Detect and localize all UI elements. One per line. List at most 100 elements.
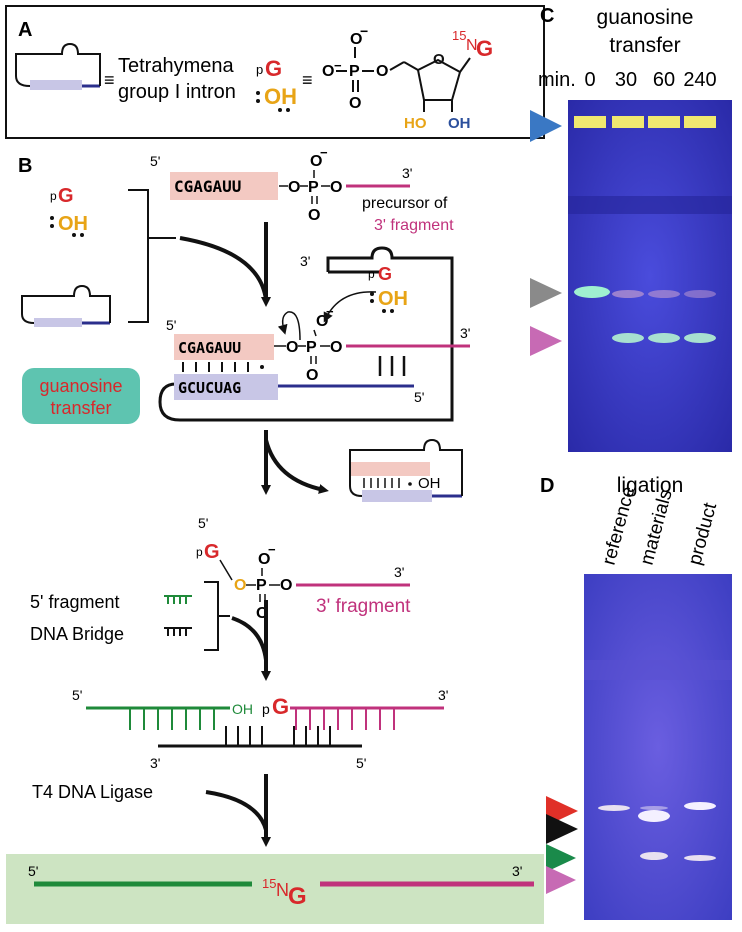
intron-complex: 3' p G OH 5' CGAGAUU GCUCUAG 5' O	[158, 246, 470, 422]
equiv-sign: ≡	[104, 70, 115, 90]
pg-o-up: O	[258, 551, 270, 568]
lane-c-2: 60	[653, 69, 675, 91]
top-o-up: O	[310, 153, 322, 170]
top-o2: O	[330, 179, 342, 196]
intron-label-line1: Tetrahymena	[118, 55, 234, 77]
mc-exon-box	[174, 334, 274, 360]
panel-b-label: B	[18, 155, 32, 177]
gel-c-well-0	[574, 116, 606, 128]
precursor-label-1: precursor of	[362, 195, 448, 212]
lp-5prime: 5'	[28, 863, 38, 879]
po-minus: −	[360, 23, 368, 39]
five-prime-fragment-label: 5' fragment	[30, 592, 119, 612]
lp-n: N	[276, 880, 289, 900]
gel-c-well-1	[612, 116, 644, 128]
panel-c-title-2: transfer	[609, 34, 680, 57]
n-label: N	[466, 37, 478, 54]
lane-d-1: materials	[637, 487, 677, 567]
p-small: p	[256, 62, 263, 77]
t4-ligase-label: T4 DNA Ligase	[32, 782, 153, 802]
b-intron-icon	[21, 284, 111, 327]
top-minus: −	[320, 145, 328, 160]
po-o-top: O	[350, 31, 362, 48]
sc-5prime: 5'	[72, 687, 82, 703]
gt-label-2: transfer	[50, 398, 111, 418]
pg-minus: −	[268, 542, 276, 557]
top-o-down: O	[308, 207, 320, 224]
intron-schematic-icon	[15, 42, 101, 90]
oh-label: OH	[448, 115, 471, 132]
guanosine-transfer-box	[22, 368, 140, 424]
mc-seq-top: CGAGAUU	[178, 339, 241, 357]
sc-3prime: 3'	[438, 687, 448, 703]
sc-oh: OH	[232, 701, 253, 717]
panel-b: B 5' CGAGAUU O P O − O O 3' precursor of…	[6, 145, 544, 924]
black-arrow-icon	[546, 814, 578, 844]
ring-o: O	[433, 51, 445, 68]
guanosine-g: G	[265, 56, 282, 81]
gray-arrow-icon	[530, 278, 562, 308]
sc-bridge-3prime: 3'	[150, 755, 160, 771]
sc-p: p	[262, 701, 270, 717]
mc-oh: OH	[378, 288, 408, 310]
gel-c-well-2	[648, 116, 680, 128]
panel-c: C guanosine transfer min. 0 30 60 240	[530, 5, 732, 452]
panel-d-label: D	[540, 475, 554, 497]
gel-d	[584, 574, 732, 920]
released-oh: OH	[418, 475, 441, 492]
b-g: G	[58, 185, 74, 207]
lane-c-0: 0	[584, 69, 595, 91]
top-exon-box	[170, 172, 278, 200]
gel-c	[568, 100, 732, 452]
pg-p-small: p	[196, 545, 203, 559]
lp-n15-sup: 15	[262, 876, 276, 891]
released-intron-icon: OH	[349, 438, 463, 502]
mc-3prime-right: 3'	[460, 325, 470, 341]
top-seq: CGAGAUU	[174, 177, 241, 196]
mc-p-small: p	[368, 267, 375, 281]
mc-g: G	[378, 264, 392, 284]
mc-3prime-top: 3'	[300, 253, 310, 269]
n15-sup: 15	[452, 28, 466, 43]
pg-3prime: 3'	[394, 564, 404, 580]
gt-label-1: guanosine	[39, 376, 122, 396]
lane-c-1: 30	[615, 69, 637, 91]
pg-5prime: 5'	[198, 515, 208, 531]
pink-arrow-icon	[530, 326, 562, 356]
equiv-sign-2: ≡	[302, 70, 313, 90]
magenta-arrow-icon	[546, 866, 576, 894]
po-o-bottom: O	[349, 95, 361, 112]
pg-o1: O	[234, 577, 246, 594]
sc-bridge-5prime: 5'	[356, 755, 366, 771]
mc-ig-box	[174, 374, 278, 400]
sc-g: G	[272, 694, 289, 719]
panel-d: D ligation reference materials product	[540, 474, 732, 920]
lane-d-0: reference	[599, 484, 640, 567]
three-prime-fragment-label: 3' fragment	[316, 596, 411, 617]
po-o-left: O	[322, 63, 334, 80]
lane-c-3: 240	[683, 69, 716, 91]
gel-d-band-reference	[598, 805, 630, 811]
gel-c-band-precursor-0	[574, 286, 610, 298]
gel-c-band-product-2	[648, 333, 680, 343]
gel-c-well-3	[684, 116, 716, 128]
top-5prime: 5'	[150, 153, 160, 169]
b-p-small: p	[50, 189, 57, 203]
panel-c-label: C	[540, 5, 554, 27]
mc-5prime-right: 5'	[414, 389, 424, 405]
intron-label-line2: group I intron	[118, 81, 236, 103]
gel-d-band-bridge	[638, 810, 670, 822]
green-arrow-icon	[546, 844, 576, 872]
gel-c-band-product-1	[612, 333, 644, 343]
mc-o-down: O	[306, 367, 318, 384]
mc-seq-bottom: GCUCUAG	[178, 379, 241, 397]
po-minus-left: −	[334, 58, 342, 73]
ho-label: HO	[404, 115, 427, 132]
mc-o1: O	[286, 339, 298, 356]
panel-a-label: A	[18, 19, 32, 41]
po-o-right: O	[376, 63, 388, 80]
lp-g: G	[288, 883, 307, 910]
panel-d-title: ligation	[617, 474, 684, 497]
precursor-label-2: 3' fragment	[374, 217, 454, 234]
